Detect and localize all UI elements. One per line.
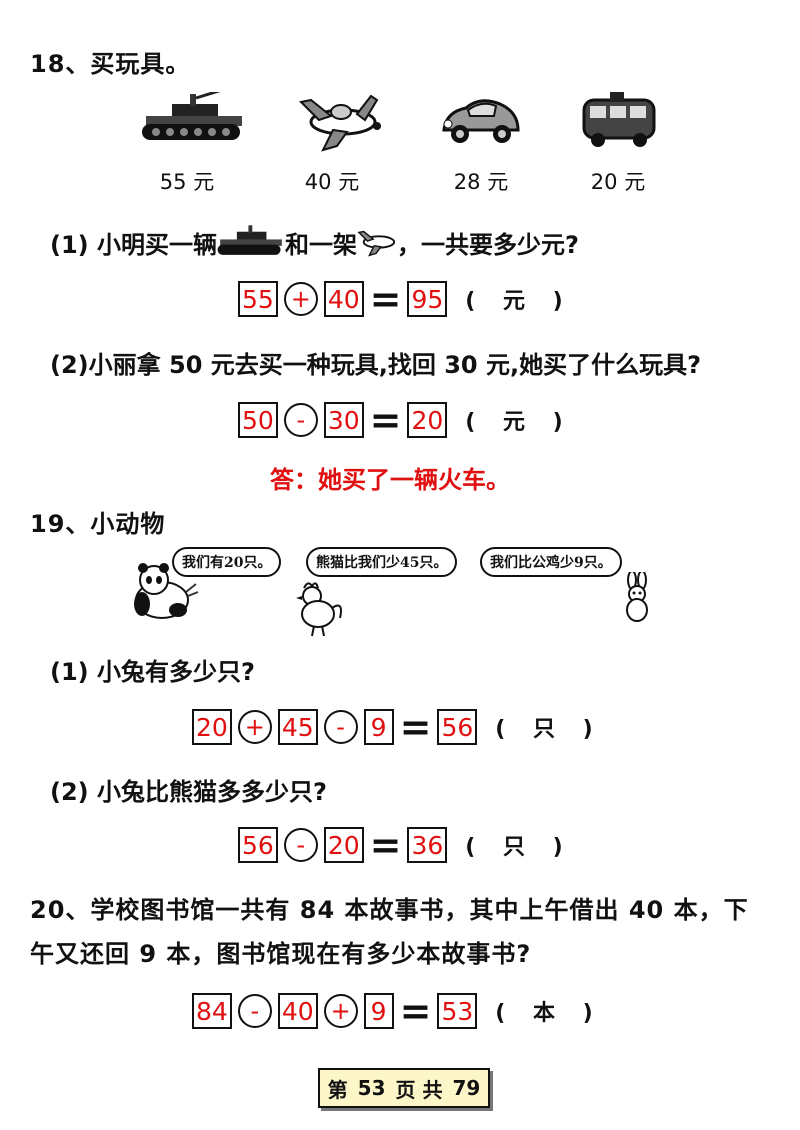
equals-sign: = (369, 398, 402, 442)
q18-equation-2: 50 - 30 = 20 ( 元 ) (238, 398, 573, 442)
q20-line-2: 午又还回 9 本，图书馆现在有多少本故事书? (30, 940, 532, 968)
footer-pre: 第 (327, 1077, 348, 1102)
q18-title: 18、买玩具。 (30, 50, 191, 78)
q18-part1: (1) 小明买一辆 和一架 ，一共要多少元? (50, 224, 579, 260)
operator-circle: - (323, 710, 358, 744)
operand-box: 40 (277, 993, 318, 1029)
operand-box: 9 (363, 709, 394, 745)
unit-label: ( 本 ) (495, 1001, 603, 1026)
operand-box: 20 (323, 827, 364, 863)
rooster-icon (296, 582, 342, 637)
operator-circle: - (283, 828, 318, 862)
speech-bubble-rooster: 熊猫比我们少45只。 (306, 547, 458, 577)
airplane-icon (298, 94, 381, 152)
operator-circle: - (283, 403, 318, 437)
operator-circle: + (283, 282, 318, 316)
operator-circle: + (237, 710, 272, 744)
result-box: 36 (407, 827, 448, 863)
q19-part2: (2) 小兔比熊猫多多少只? (50, 778, 327, 806)
bus-icon (582, 92, 656, 147)
operand-box: 50 (238, 402, 278, 438)
q19-equation-2: 56 - 20 = 36 ( 只 ) (238, 823, 573, 867)
operator-circle: + (323, 994, 358, 1028)
tank-icon (217, 225, 282, 255)
operand-box: 30 (323, 402, 364, 438)
toy-price-tank: 55 元 (159, 170, 215, 194)
tank-icon (142, 92, 242, 140)
q20-line-1: 20、学校图书馆一共有 84 本故事书，其中上午借出 40 本，下 (30, 896, 749, 924)
equals-sign: = (369, 823, 402, 867)
page-total: 79 (452, 1076, 481, 1100)
result-box: 53 (437, 993, 478, 1029)
q18-answer: 答：她买了一辆火车。 (270, 466, 510, 494)
operand-box: 56 (238, 827, 278, 863)
operator-circle: - (237, 994, 272, 1028)
footer-mid: 页 共 (395, 1077, 443, 1102)
q18-part1-post: ，一共要多少元? (397, 230, 579, 259)
page-number: 53 (357, 1076, 386, 1100)
equals-sign: = (399, 705, 432, 749)
panda-icon (134, 563, 199, 619)
airplane-icon (357, 230, 396, 257)
q19-equation-1: 20 + 45 - 9 = 56 ( 只 ) (192, 705, 603, 749)
q20-equation: 84 - 40 + 9 = 53 ( 本 ) (192, 989, 603, 1033)
equals-sign: = (399, 989, 432, 1033)
q18-part2: (2)小丽拿 50 元去买一种玩具,找回 30 元,她买了什么玩具? (50, 351, 702, 379)
unit-label: ( 元 ) (465, 289, 573, 314)
unit-label: ( 只 ) (465, 835, 573, 860)
rabbit-icon (626, 572, 648, 622)
operand-box: 9 (363, 993, 394, 1029)
page-footer: 第 53 页 共 79 (318, 1068, 490, 1108)
operand-box: 45 (277, 709, 318, 745)
equals-sign: = (369, 277, 402, 321)
operand-box: 20 (192, 709, 232, 745)
q19-title: 19、小动物 (30, 510, 166, 538)
speech-bubble-panda: 我们有20只。 (172, 547, 282, 577)
toy-price-airplane: 40 元 (304, 170, 360, 194)
operand-box: 55 (238, 281, 278, 317)
unit-label: ( 只 ) (495, 717, 603, 742)
operand-box: 84 (192, 993, 232, 1029)
operand-box: 40 (323, 281, 364, 317)
toy-price-car: 28 元 (453, 170, 509, 194)
result-box: 56 (437, 709, 478, 745)
result-box: 95 (407, 281, 448, 317)
q18-equation-1: 55 + 40 = 95 ( 元 ) (238, 277, 573, 321)
car-icon (442, 99, 520, 143)
toy-price-bus: 20 元 (590, 170, 646, 194)
speech-bubble-rabbit: 我们比公鸡少9只。 (480, 547, 622, 577)
q18-part1-mid: 和一架 (285, 230, 357, 259)
unit-label: ( 元 ) (465, 410, 573, 435)
q19-part1: (1) 小兔有多少只? (50, 658, 255, 686)
q18-part1-pre: (1) 小明买一辆 (50, 230, 217, 259)
result-box: 20 (407, 402, 448, 438)
